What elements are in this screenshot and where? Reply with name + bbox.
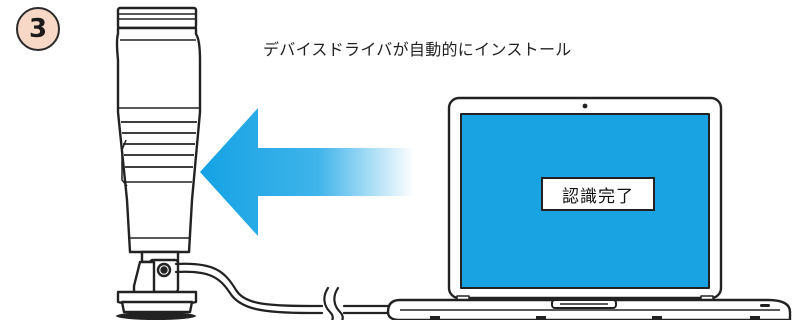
- arrow-left-icon: [200, 108, 414, 236]
- step-number-badge: 3: [16, 7, 60, 51]
- usb-cable-icon: [174, 262, 406, 320]
- recognition-status-label: 認識完了: [541, 177, 655, 211]
- usb-device-icon: [115, 6, 202, 320]
- step-caption: デバイスドライバが自動的にインストール: [263, 40, 572, 59]
